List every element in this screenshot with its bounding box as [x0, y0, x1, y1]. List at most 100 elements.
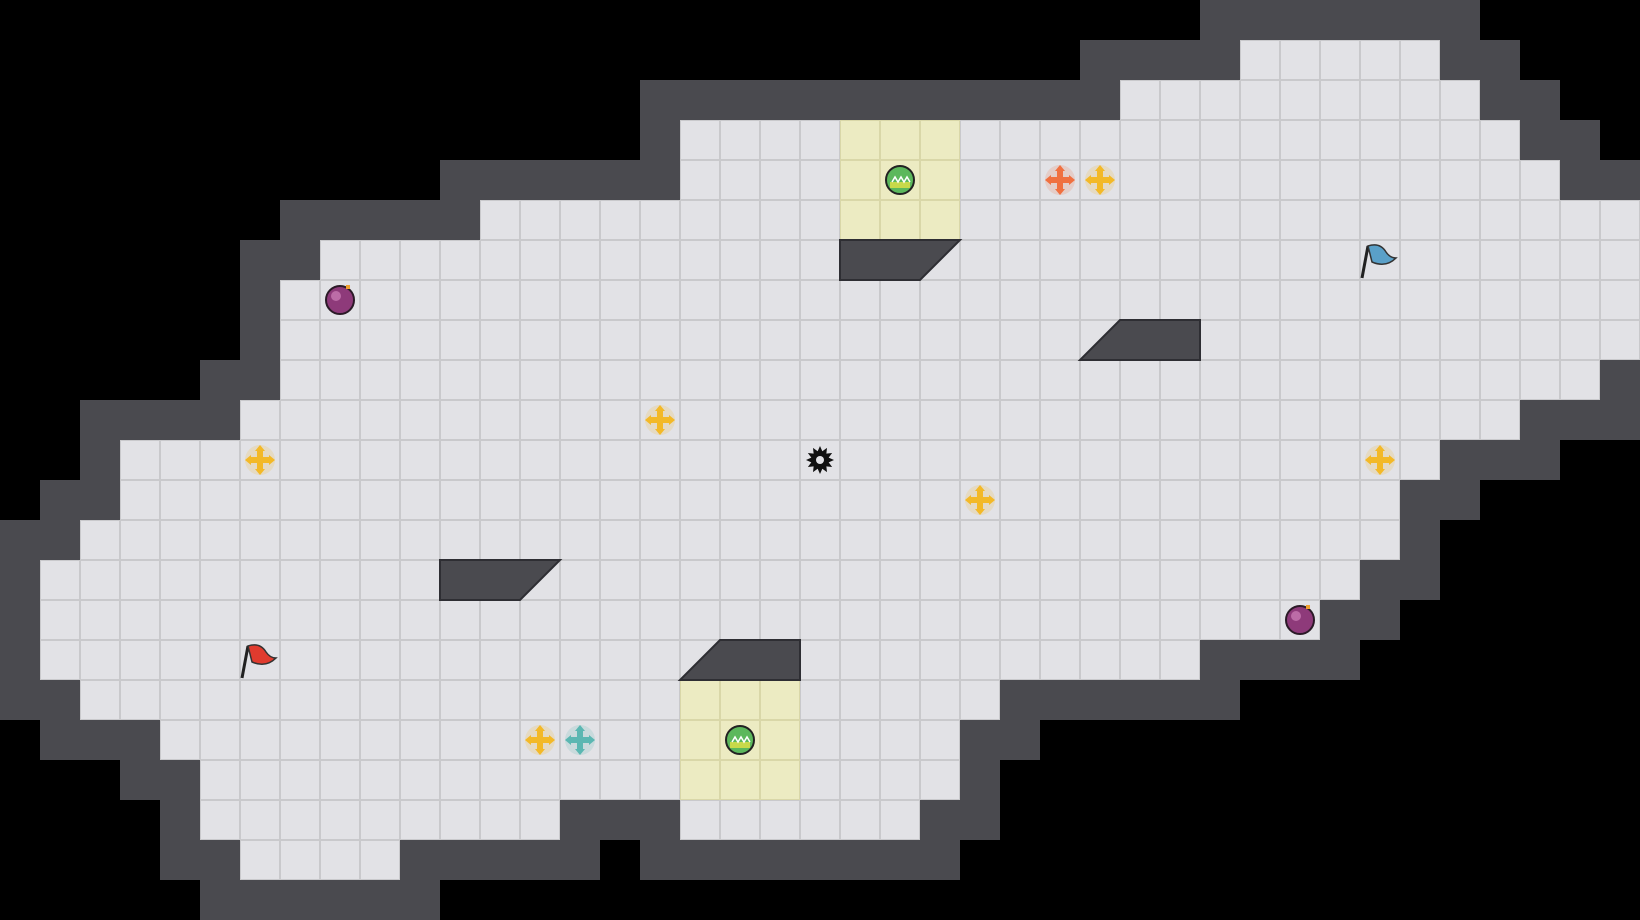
wall-block: [240, 320, 280, 360]
boost-arrows: [1085, 165, 1115, 195]
floor-tile: [440, 320, 480, 360]
floor-tile: [1320, 320, 1360, 360]
floor-tile: [680, 200, 720, 240]
floor-tile: [1360, 400, 1400, 440]
blue-flag: [1360, 244, 1398, 279]
floor-tile: [760, 600, 800, 640]
inner-wall-2: [439, 559, 563, 601]
floor-tile: [720, 320, 760, 360]
floor-tile: [1040, 240, 1080, 280]
floor-tile: [360, 840, 400, 880]
floor-tile: [280, 440, 320, 480]
floor-tile: [240, 680, 280, 720]
floor-tile: [1240, 200, 1280, 240]
floor-tile: [1240, 400, 1280, 440]
floor-tile: [480, 720, 520, 760]
wall-block: [440, 160, 480, 200]
floor-tile: [480, 200, 520, 240]
floor-tile: [1480, 400, 1520, 440]
floor-tile: [760, 480, 800, 520]
floor-tile: [1120, 280, 1160, 320]
floor-tile: [1080, 200, 1120, 240]
floor-tile: [600, 720, 640, 760]
capture-zone-tile-1: [720, 680, 760, 720]
floor-tile: [1240, 280, 1280, 320]
floor-tile: [1560, 360, 1600, 400]
floor-tile: [480, 360, 520, 400]
floor-tile: [1040, 280, 1080, 320]
wall-block: [760, 840, 800, 880]
floor-tile: [640, 360, 680, 400]
floor-tile: [1160, 640, 1200, 680]
floor-tile: [920, 680, 960, 720]
wall-block: [520, 840, 560, 880]
floor-tile: [1120, 120, 1160, 160]
boost-arrows: [245, 445, 275, 475]
floor-tile: [640, 520, 680, 560]
floor-tile: [160, 720, 200, 760]
floor-tile: [1280, 200, 1320, 240]
floor-tile: [520, 280, 560, 320]
floor-tile: [640, 760, 680, 800]
floor-tile: [1240, 440, 1280, 480]
capture-zone-tile-1: [760, 760, 800, 800]
floor-tile: [640, 600, 680, 640]
floor-tile: [680, 280, 720, 320]
floor-tile: [1000, 280, 1040, 320]
floor-tile: [920, 720, 960, 760]
floor-tile: [800, 200, 840, 240]
floor-tile: [600, 200, 640, 240]
floor-tile: [1160, 120, 1200, 160]
floor-tile: [840, 600, 880, 640]
wall-block: [0, 640, 40, 680]
wall-block: [1440, 440, 1480, 480]
floor-tile: [120, 560, 160, 600]
floor-tile: [320, 240, 360, 280]
floor-tile: [520, 320, 560, 360]
wall-block: [200, 880, 240, 920]
floor-tile: [560, 600, 600, 640]
floor-tile: [680, 480, 720, 520]
floor-tile: [1400, 280, 1440, 320]
floor-tile: [360, 480, 400, 520]
floor-tile: [1400, 200, 1440, 240]
floor-tile: [200, 800, 240, 840]
capture-zone-tile-0: [920, 120, 960, 160]
wall-block: [840, 80, 880, 120]
floor-tile: [360, 640, 400, 680]
floor-tile: [1000, 440, 1040, 480]
floor-tile: [1440, 240, 1480, 280]
floor-tile: [760, 560, 800, 600]
floor-tile: [280, 680, 320, 720]
wall-block: [1360, 600, 1400, 640]
floor-tile: [320, 520, 360, 560]
wall-block: [880, 840, 920, 880]
floor-tile: [1160, 80, 1200, 120]
floor-tile: [680, 440, 720, 480]
gate-token-top: [885, 165, 915, 195]
floor-tile: [720, 520, 760, 560]
floor-tile: [1480, 160, 1520, 200]
wall-block: [360, 200, 400, 240]
floor-tile: [800, 360, 840, 400]
floor-tile: [1240, 80, 1280, 120]
floor-tile: [760, 240, 800, 280]
floor-tile: [1120, 160, 1160, 200]
boost-yellow-5: [1365, 445, 1395, 475]
floor-tile: [320, 480, 360, 520]
floor-tile: [320, 800, 360, 840]
floor-tile: [280, 760, 320, 800]
floor-tile: [480, 800, 520, 840]
floor-tile: [120, 600, 160, 640]
floor-tile: [840, 480, 880, 520]
floor-tile: [1320, 160, 1360, 200]
floor-tile: [1080, 360, 1120, 400]
wall-block: [0, 560, 40, 600]
floor-tile: [320, 640, 360, 680]
floor-tile: [600, 280, 640, 320]
floor-tile: [1120, 200, 1160, 240]
floor-tile: [440, 520, 480, 560]
floor-tile: [920, 320, 960, 360]
floor-tile: [480, 240, 520, 280]
floor-tile: [400, 800, 440, 840]
